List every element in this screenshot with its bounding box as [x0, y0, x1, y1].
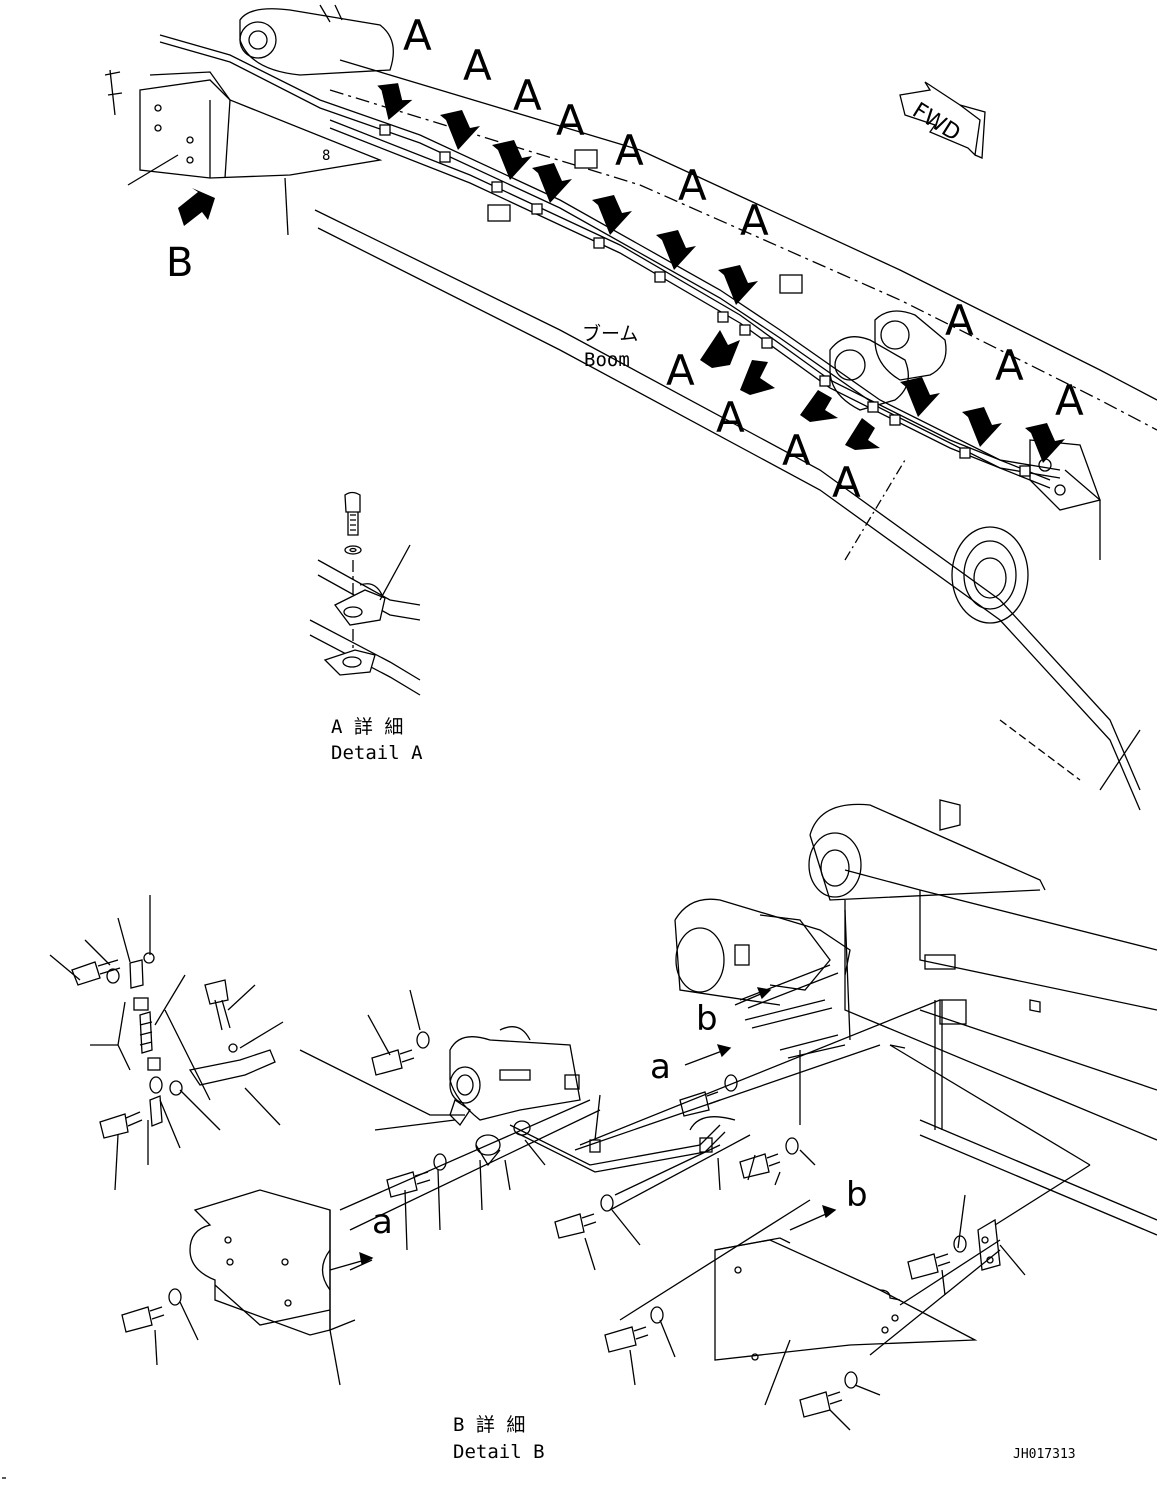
cover-guard-right	[714, 1237, 978, 1361]
boom-label-jp: ブーム	[582, 323, 639, 345]
arrows-detail-b	[329, 987, 837, 1271]
detail-a-caption-en: Detail A	[331, 742, 423, 764]
label-a-3: A	[513, 71, 542, 120]
label-arrow-b-2: b	[846, 1175, 868, 1215]
label-b: B	[166, 240, 194, 286]
label-a-5: A	[615, 126, 644, 175]
label-arrow-b-1: b	[696, 999, 718, 1039]
label-a-13: A	[782, 426, 811, 475]
label-arrow-a-1: a	[650, 1047, 671, 1087]
label-a-12: A	[716, 393, 745, 442]
label-a-9: A	[995, 341, 1024, 390]
detail-a-drawing	[309, 491, 421, 696]
label-a-7: A	[740, 196, 769, 245]
harness-clamps	[379, 124, 1031, 477]
leader-lines-detail-b	[49, 895, 1091, 1431]
boom-front-structure	[674, 799, 1157, 1236]
fwd-arrow-icon	[899, 81, 986, 159]
label-a-14: A	[832, 458, 861, 507]
boom-label-en: Boom	[584, 349, 630, 371]
label-arrow-a-2: a	[372, 1202, 393, 1242]
svg-text:8: 8	[322, 148, 330, 164]
label-a-2: A	[463, 41, 492, 90]
boom-structure	[239, 4, 1157, 811]
lower-harness	[509, 964, 1091, 1173]
label-a-4: A	[556, 96, 585, 145]
label-a-6: A	[678, 161, 707, 210]
alignment-lines	[164, 1009, 1001, 1356]
leader-lines-top	[127, 154, 289, 236]
detail-b-caption-jp: B 詳 細	[453, 1414, 526, 1436]
label-a-11: A	[666, 346, 695, 395]
label-a-1: A	[403, 11, 432, 60]
drawing-number: JH017313	[1013, 1447, 1076, 1462]
label-a-10: A	[1055, 376, 1084, 425]
label-a-8: A	[945, 296, 974, 345]
harness-lines	[159, 34, 1061, 489]
cover-guard-left	[189, 1189, 356, 1336]
front-connector-bracket	[1029, 439, 1101, 560]
connector-housing	[449, 1026, 581, 1167]
detail-a-caption-jp: A 詳 細	[331, 716, 404, 738]
arrows-view-a	[178, 83, 1065, 463]
fasteners	[71, 952, 1001, 1418]
detail-b-caption-en: Detail B	[453, 1441, 545, 1463]
